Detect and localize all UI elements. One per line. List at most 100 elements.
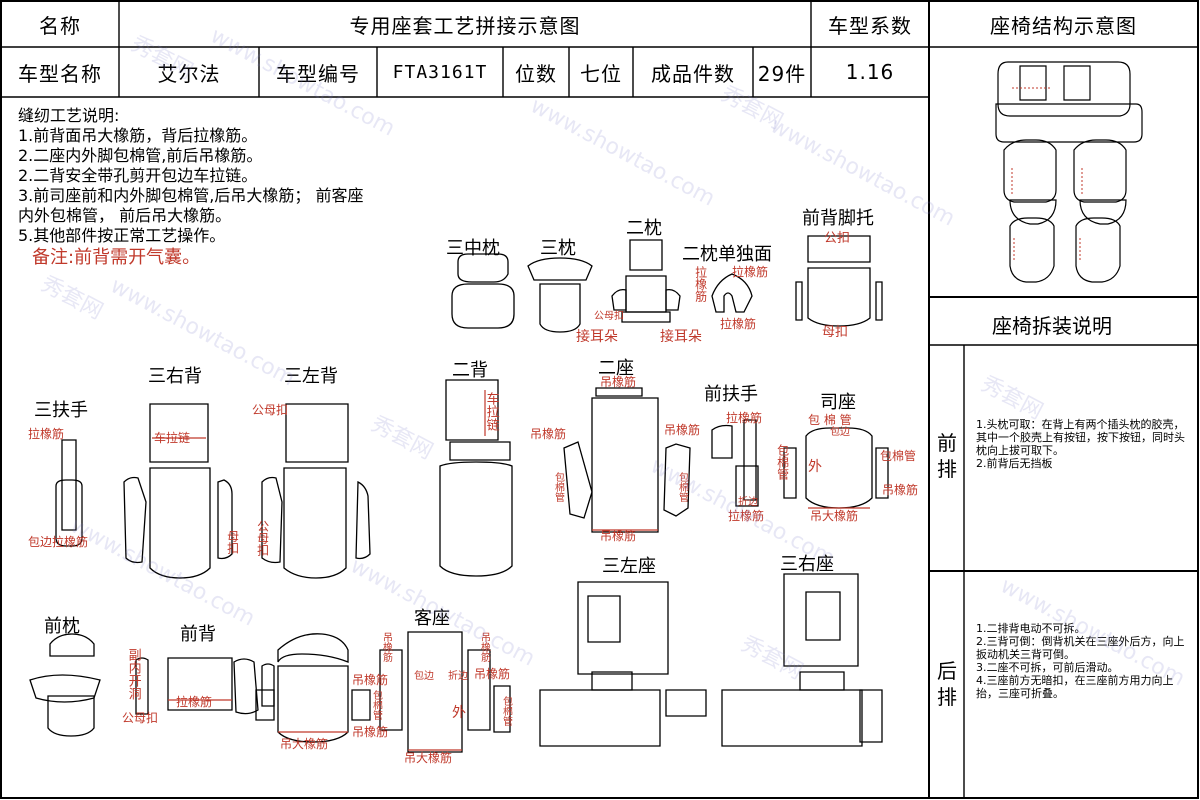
annotation: 公母扣 — [255, 520, 270, 556]
notes-line: 2.二背安全带孔剪开包边车拉链。 — [18, 166, 258, 185]
seats-value: 七位 — [580, 61, 622, 86]
rear-row-label: 后排 — [937, 659, 957, 709]
code-value: FTA3161T — [392, 61, 488, 83]
front-row-label: 前排 — [937, 431, 957, 481]
disassembly-title: 座椅拆装说明 — [992, 314, 1112, 338]
annotation: 吊橡筋 — [474, 667, 511, 681]
notes-line: 3.前司座前和内外脚包棉管,后吊大橡筋； 前客座 — [18, 186, 364, 205]
annotation: 拉橡筋 — [693, 266, 708, 302]
annotation: 折边 — [738, 497, 758, 508]
annotation: 母扣 — [225, 530, 240, 554]
notes-remark: 备注:前背需开气囊。 — [32, 247, 201, 268]
coef-value: 1.16 — [845, 60, 895, 84]
annotation: 公母扣 — [122, 711, 159, 725]
rear-note: 3.二座不可拆，可前后滑动。 — [976, 661, 1119, 674]
rear-note: 2.三背可倒：倒背机关在三座外后方，向上扳动机关三背可倒。 — [976, 635, 1185, 661]
sewing-notes: 缝纫工艺说明: 1.前背面吊大橡筋，背后拉橡筋。 2.二座内外脚包棉管,前后吊橡… — [18, 106, 363, 268]
annotation: 包棉管 — [775, 444, 790, 480]
part-title: 三左背 — [284, 366, 338, 387]
front-note: 2.前背后无挡板 — [976, 457, 1053, 470]
annotation: 吊橡筋 — [882, 483, 919, 497]
annotation: 公扣 — [824, 231, 851, 246]
part-title: 三右座 — [780, 554, 834, 575]
annotation: 公母扣 — [252, 403, 289, 417]
annotation: 吊大橡筋 — [280, 737, 329, 751]
annotation: 吊橡筋 — [380, 632, 392, 662]
seat-structure-illustration — [995, 61, 1143, 283]
notes-title: 缝纫工艺说明: — [18, 106, 120, 125]
structure-title: 座椅结构示意图 — [990, 13, 1137, 38]
part-title: 二座 — [598, 358, 634, 379]
annotation: 副内开洞 — [125, 648, 141, 700]
rear-row-notes: 1.二排背电动不可拆。 2.三背可倒：倒背机关在三座外后方，向上扳动机关三背可倒… — [976, 622, 1188, 700]
annotation: 包边拉橡筋 — [28, 535, 89, 549]
part-title: 前枕 — [44, 616, 80, 637]
annotation: 外 — [808, 459, 822, 475]
coef-label: 车型系数 — [828, 13, 912, 38]
annotation: 车拉链 — [154, 431, 191, 445]
annotation: 包棉管 — [370, 690, 382, 720]
pieces-value: 29件 — [757, 61, 807, 86]
annotation: 包边 — [830, 427, 850, 438]
name-label: 名称 — [39, 13, 81, 38]
annotation: 公母扣 — [594, 311, 624, 322]
notes-line: 1.前背面吊大橡筋，背后拉橡筋。 — [18, 126, 258, 145]
annotation: 接耳朵 — [576, 329, 618, 345]
annotation: 吊橡筋 — [664, 423, 701, 437]
part-title: 前背脚托 — [802, 208, 874, 229]
annotation: 拉橡筋 — [720, 317, 757, 331]
part-title: 三枕 — [540, 238, 576, 259]
annotation: 包 棉 管 — [808, 413, 852, 427]
seats-label: 位数 — [515, 61, 557, 86]
code-label: 车型编号 — [276, 61, 360, 86]
part-title: 客座 — [414, 608, 450, 629]
part-title: 三中枕 — [446, 238, 500, 259]
front-note: 1.头枕可取：在背上有两个插头枕的胶壳，其中一个胶壳上有按钮，按下按钮，同时头枕… — [976, 418, 1185, 457]
annotation: 拉橡筋 — [732, 265, 769, 279]
notes-line: 5.其他部件按正常工艺操作。 — [18, 226, 226, 245]
annotation: 接耳朵 — [660, 329, 702, 345]
part-title: 三右背 — [148, 366, 202, 387]
annotation: 吊橡筋 — [352, 673, 389, 687]
notes-line: 2.二座内外脚包棉管,前后吊橡筋。 — [18, 146, 263, 165]
annotation: 拉橡筋 — [728, 509, 765, 523]
annotation: 包棉管 — [500, 696, 512, 726]
rear-note: 1.二排背电动不可拆。 — [976, 622, 1086, 635]
annotation: 外 — [452, 705, 466, 721]
annotation: 吊大橡筋 — [810, 509, 859, 523]
annotation: 拉橡筋 — [28, 427, 65, 441]
part-title: 二枕 — [626, 218, 662, 239]
annotation: 吊橡筋 — [352, 725, 389, 739]
annotation: 包棉管 — [676, 472, 688, 502]
annotation: 包棉管 — [552, 472, 564, 502]
annotation: 吊橡筋 — [478, 632, 490, 662]
annotation: 吊大橡筋 — [404, 751, 453, 765]
annotation: 包棉管 — [880, 449, 917, 463]
part-title: 三左座 — [602, 556, 656, 577]
part-title: 司座 — [820, 392, 856, 413]
annotation: 母扣 — [822, 325, 849, 340]
part-title: 前扶手 — [704, 384, 758, 405]
annotation: 吊橡筋 — [600, 529, 637, 543]
pattern-pieces — [29, 235, 889, 753]
page-title: 专用座套工艺拼接示意图 — [349, 13, 581, 38]
model-label: 车型名称 — [18, 61, 102, 86]
model-value: 艾尔法 — [157, 61, 221, 86]
annotation: 吊橡筋 — [600, 375, 637, 389]
front-row-notes: 1.头枕可取：在背上有两个插头枕的胶壳，其中一个胶壳上有按钮，按下按钮，同时头枕… — [976, 418, 1188, 470]
part-title: 三扶手 — [34, 400, 88, 421]
pieces-label: 成品件数 — [651, 61, 735, 86]
part-title: 二枕单独面 — [682, 244, 772, 265]
annotation: 吊橡筋 — [530, 427, 567, 441]
annotation: 包边 — [414, 671, 434, 682]
part-title: 二背 — [452, 360, 488, 381]
rear-note: 4.三座前方无暗扣，在三座前方用力向上抬，三座可折叠。 — [976, 674, 1174, 700]
annotation: 拉橡筋 — [726, 411, 763, 425]
notes-line: 内外包棉管， 前后吊大橡筋。 — [18, 206, 232, 225]
part-title: 前背 — [180, 624, 216, 645]
annotation: 拉橡筋 — [176, 695, 213, 709]
annotation: 折边 — [448, 671, 468, 682]
annotation: 车拉链 — [483, 392, 499, 431]
